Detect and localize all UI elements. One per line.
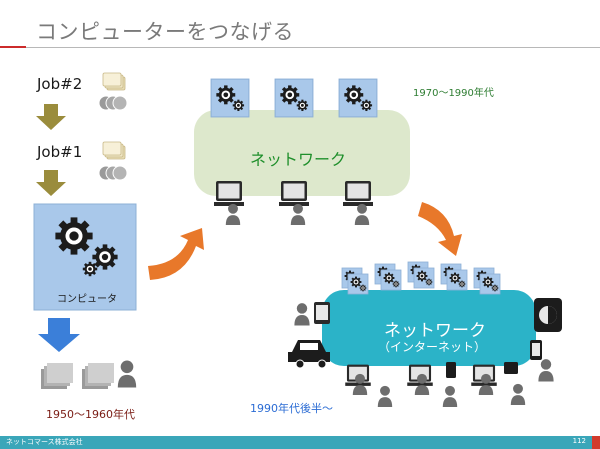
job1-tape-stack <box>98 165 128 181</box>
internet-sub-label: （インターネット） <box>378 340 487 354</box>
printout-stack-1 <box>41 363 73 389</box>
era-label-early: 1950～1960年代 <box>46 408 135 421</box>
job1-label: Job#1 <box>37 143 83 161</box>
transition-arrow-left <box>148 228 204 280</box>
footer-company: ネットコマース株式会社 <box>6 438 83 446</box>
output-arrow <box>38 318 80 352</box>
server-3 <box>339 79 377 117</box>
slide-footer: ネットコマース株式会社 112 <box>0 436 600 449</box>
era-label-middle: 1970～1990年代 <box>413 88 494 99</box>
job2-tape-stack <box>98 95 128 111</box>
watch-icon <box>534 298 562 332</box>
server-2 <box>275 79 313 117</box>
job-flow-arrow-top <box>36 104 66 130</box>
car-icon <box>288 340 330 369</box>
terminal-user-3 <box>343 181 373 225</box>
job2-label: Job#2 <box>37 75 83 93</box>
title-accent-rule <box>0 46 26 48</box>
tablet-user-icon <box>294 302 330 326</box>
job1-doc-stack <box>102 141 126 160</box>
job-flow-arrow-bottom <box>36 170 66 196</box>
computer-label: コンピュータ <box>57 294 117 305</box>
internet-label: ネットワーク <box>384 321 486 341</box>
phone-user-icon <box>530 340 554 382</box>
server-1 <box>211 79 249 117</box>
page-number: 112 <box>572 437 586 445</box>
network-cloud-1970s <box>194 110 410 196</box>
transition-arrow-right <box>418 202 462 256</box>
job2-doc-stack <box>102 72 126 91</box>
printout-stack-2 <box>82 363 114 389</box>
internet-users <box>345 362 526 407</box>
terminal-user-1 <box>214 181 244 225</box>
mainframe-box <box>33 203 137 311</box>
server-farm <box>342 262 500 294</box>
title-divider <box>26 46 600 48</box>
footer-accent <box>592 436 600 449</box>
slide-title: コンピューターをつなげる <box>36 20 294 44</box>
operator-person-icon <box>117 360 137 388</box>
terminal-user-2 <box>279 181 309 225</box>
network-label-1970s: ネットワーク <box>250 150 347 169</box>
era-label-late: 1990年代後半～ <box>250 402 333 415</box>
internet-cloud <box>322 290 536 366</box>
